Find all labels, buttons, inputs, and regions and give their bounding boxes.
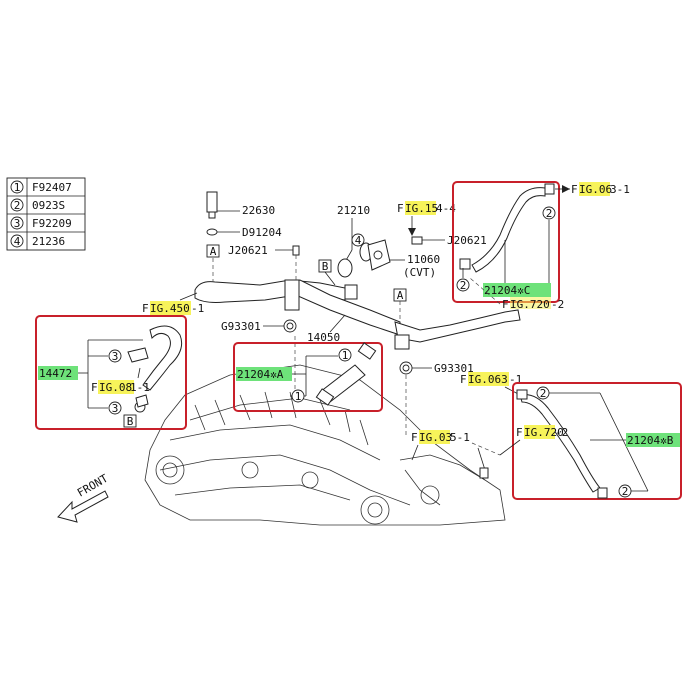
fig720a-highlight: IG.720 bbox=[510, 298, 550, 311]
legend-row-2: 2 0923S bbox=[10, 198, 65, 212]
callout-1-a2: 1 bbox=[295, 390, 302, 403]
ref-fig-450-1: F IG.450 -1 bbox=[142, 292, 204, 315]
callout-4-top: 4 bbox=[355, 234, 362, 247]
fig035-suffix: 5-1 bbox=[450, 431, 470, 444]
callout-2-c2: 2 bbox=[460, 279, 467, 292]
legend-code-4: 21236 bbox=[32, 235, 65, 248]
ref-fig-154-4: F IG.15 4-4 bbox=[397, 201, 456, 236]
label-11060: 11060 bbox=[407, 253, 440, 266]
fig450-suffix: -1 bbox=[191, 302, 204, 315]
fig154-highlight: IG.15 bbox=[405, 202, 438, 215]
callout-box-21204b: 2 2 21204✲B F IG.720 -2 bbox=[499, 382, 682, 500]
label-21204c: 21204✲C bbox=[484, 284, 530, 297]
bolt-j20621-right: J20621 bbox=[411, 234, 487, 247]
fig063a-prefix: F bbox=[571, 183, 578, 196]
callout-2-b2: 2 bbox=[622, 485, 629, 498]
legend-num-3: 3 bbox=[14, 217, 21, 230]
label-21204a: 21204✲A bbox=[237, 368, 284, 381]
ref-b-mid-text: B bbox=[322, 260, 329, 273]
callout-1-a1: 1 bbox=[342, 349, 349, 362]
ref-b-left-text: B bbox=[127, 415, 134, 428]
legend-code-1: F92407 bbox=[32, 181, 72, 194]
label-j20621-right: J20621 bbox=[447, 234, 487, 247]
callout-box-21204a: 21204✲A 1 1 bbox=[233, 342, 383, 412]
fig720b-highlight: IG.720 bbox=[524, 426, 564, 439]
fig720b-suffix: -2 bbox=[555, 426, 568, 439]
callout-box-14472: 14472 3 3 F IG.08 1-1 B bbox=[35, 315, 187, 430]
legend-row-3: 3 F92209 bbox=[10, 216, 72, 230]
fig450-highlight: IG.450 bbox=[150, 302, 190, 315]
callout-2-c1: 2 bbox=[546, 207, 553, 220]
ref-fig-720-2-top: F IG.720 -2 bbox=[469, 277, 564, 311]
label-21210: 21210 bbox=[337, 204, 370, 217]
legend-code-2: 0923S bbox=[32, 199, 65, 212]
fig063b-highlight: IG.063 bbox=[468, 373, 508, 386]
legend-num-4: 4 bbox=[14, 235, 21, 248]
fig081-suffix: 1-1 bbox=[130, 381, 150, 394]
label-21204b: 21204✲B bbox=[627, 434, 674, 447]
label-14472: 14472 bbox=[39, 367, 72, 380]
coolant-pipe-assembly bbox=[194, 279, 521, 375]
gasket-g93301-left: G93301 14050 bbox=[221, 314, 346, 400]
callout-3-left-b: 3 bbox=[112, 402, 119, 415]
fig063a-suffix: 3-1 bbox=[610, 183, 630, 196]
temperature-sensor: 22630 D91204 A bbox=[206, 191, 282, 282]
legend-num-2: 2 bbox=[14, 199, 21, 212]
callout-box-21204c: 2 2 21204✲C bbox=[452, 181, 570, 303]
front-direction-arrow: FRONT bbox=[57, 472, 111, 523]
ref-fig-035-1: F IG.03 5-1 bbox=[411, 430, 501, 479]
label-cvt: (CVT) bbox=[403, 266, 436, 279]
legend-row-1: 1 F92407 bbox=[10, 180, 72, 194]
thermostat-group: 21210 4 11060 (CVT) bbox=[337, 204, 440, 279]
fig720b-prefix: F bbox=[516, 426, 523, 439]
engine-block-drawing bbox=[144, 364, 506, 526]
legend-row-4: 4 21236 bbox=[10, 234, 65, 248]
ref-a-mid-text: A bbox=[397, 289, 404, 302]
label-d91204: D91204 bbox=[242, 226, 282, 239]
fig081-prefix: F bbox=[91, 381, 98, 394]
legend-num-1: 1 bbox=[14, 181, 21, 194]
label-22630: 22630 bbox=[242, 204, 275, 217]
gasket-g93301-right: G93301 bbox=[405, 362, 474, 435]
label-g93301-right: G93301 bbox=[434, 362, 474, 375]
label-j20621-left: J20621 bbox=[228, 244, 268, 257]
fig154-suffix: 4-4 bbox=[436, 202, 456, 215]
fig154-prefix: F bbox=[397, 202, 404, 215]
ref-box-b-mid: B bbox=[318, 259, 336, 286]
fig081-highlight: IG.08 bbox=[99, 381, 132, 394]
ref-box-a-top: A bbox=[210, 245, 217, 258]
legend-table: 1 F92407 2 0923S 3 F92209 4 21236 bbox=[6, 177, 86, 251]
fig720a-prefix: F bbox=[502, 298, 509, 311]
bolt-j20621-left: J20621 bbox=[228, 244, 300, 280]
fig035-highlight: IG.03 bbox=[419, 431, 452, 444]
ref-box-a-mid: A bbox=[393, 288, 407, 320]
ref-fig-063-1-bottom: F IG.063 -1 bbox=[460, 372, 522, 396]
label-14050: 14050 bbox=[307, 331, 340, 344]
fig035-prefix: F bbox=[411, 431, 418, 444]
fig720a-suffix: -2 bbox=[551, 298, 564, 311]
fig450-prefix: F bbox=[142, 302, 149, 315]
callout-2-b1: 2 bbox=[540, 387, 547, 400]
fig063b-prefix: F bbox=[460, 373, 467, 386]
fig063a-highlight: IG.06 bbox=[579, 183, 612, 196]
callout-3-left-a: 3 bbox=[112, 350, 119, 363]
ref-fig-063-1-top: F IG.06 3-1 bbox=[571, 182, 630, 196]
label-g93301-left: G93301 bbox=[221, 320, 261, 333]
legend-code-3: F92209 bbox=[32, 217, 72, 230]
